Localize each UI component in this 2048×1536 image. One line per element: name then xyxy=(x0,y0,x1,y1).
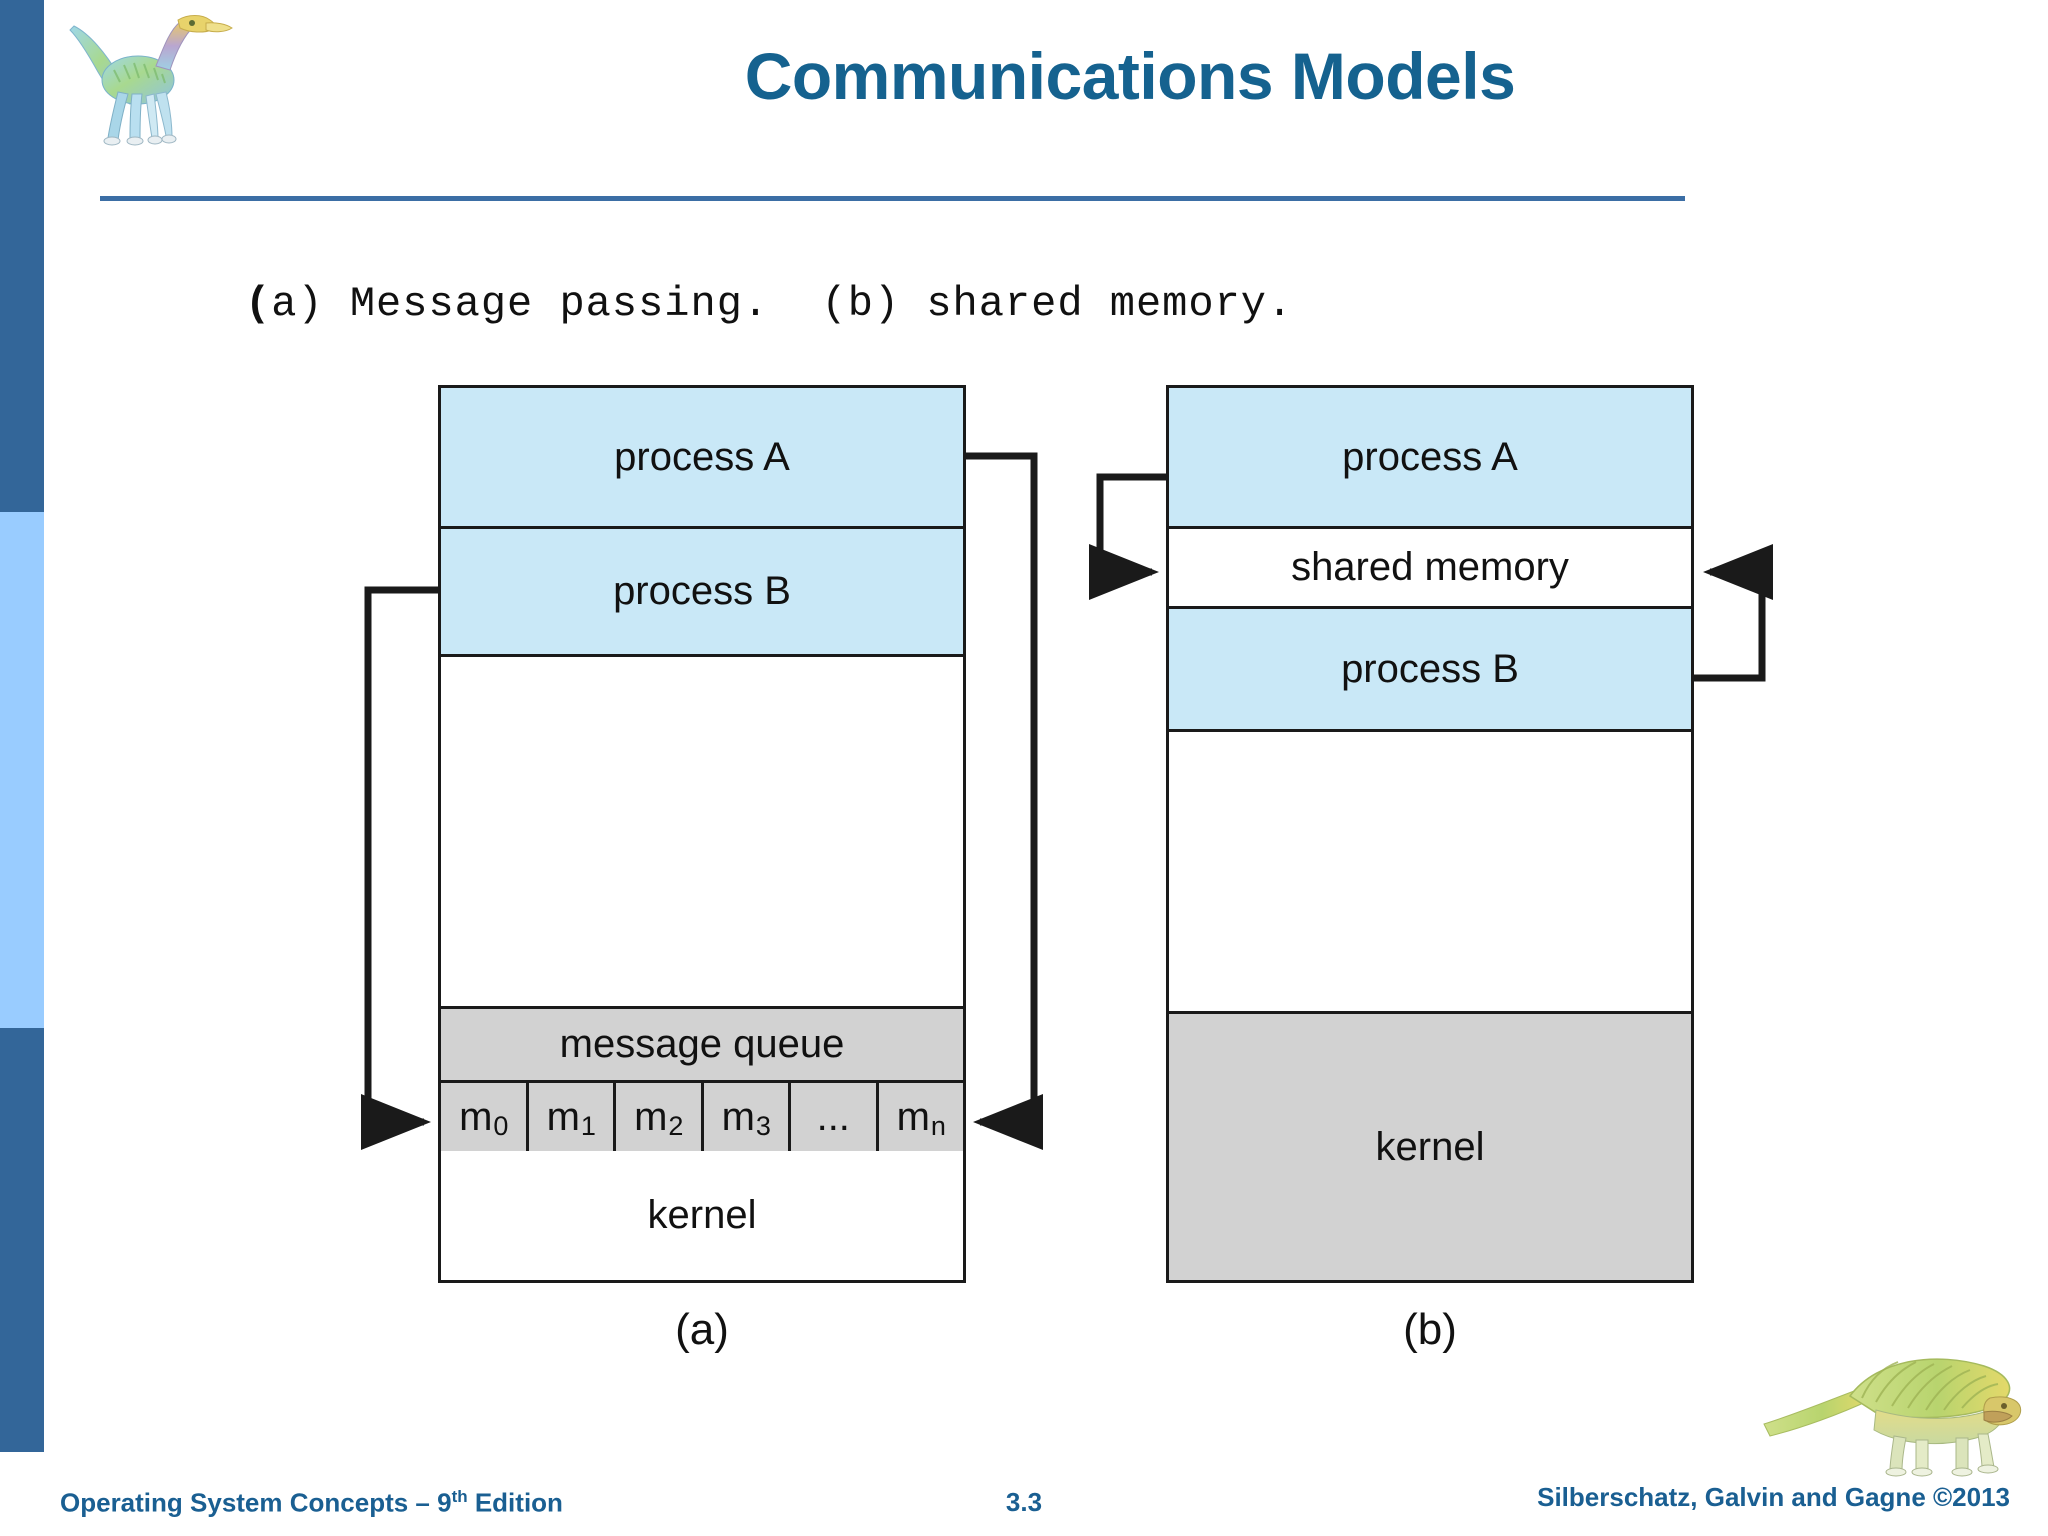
message-cell-sub: 0 xyxy=(493,1110,509,1141)
footer-page-number: 3.3 xyxy=(1005,1487,1043,1517)
segment-message-queue: message queue xyxy=(441,1009,963,1083)
message-cell-base: m xyxy=(721,1094,755,1139)
arrow-process-a-to-shared-memory xyxy=(1089,473,1166,600)
message-cell-sub: n xyxy=(930,1110,946,1141)
message-cell-sub: 1 xyxy=(580,1110,596,1141)
figure-caption-a: (a) xyxy=(675,1305,729,1354)
footer-copyright: Silberschatz, Galvin and Gagne ©2013 xyxy=(1537,1482,2010,1512)
slide-subtitle: (a) Message passing. (b) shared memory. xyxy=(245,280,1293,328)
message-cell-base: m xyxy=(896,1094,930,1139)
dinosaur-icon xyxy=(60,8,255,148)
segment-shared-memory: shared memory xyxy=(1169,529,1691,609)
message-cell-ellipsis: ... xyxy=(791,1083,879,1151)
title-divider xyxy=(100,196,1685,201)
footer-edition-text: Operating System Concepts – 9 xyxy=(60,1487,452,1518)
segment-process-a: process A xyxy=(441,388,963,529)
message-cell-base: m xyxy=(634,1094,668,1139)
message-cell-sub: 2 xyxy=(668,1110,684,1141)
footer-edition-ordinal: th xyxy=(451,1487,468,1506)
message-cell-base: m xyxy=(546,1094,580,1139)
segment-process-a: process A xyxy=(1169,388,1691,529)
subtitle-lead-paren: ( xyxy=(245,280,272,328)
sidebar-band-middle xyxy=(0,512,44,1028)
sidebar-band-bottom xyxy=(0,1028,44,1452)
segment-kernel-b: kernel xyxy=(1169,1014,1691,1280)
segment-empty-a xyxy=(441,657,963,1009)
message-cell-base: ... xyxy=(816,1094,850,1139)
segment-process-b: process B xyxy=(1169,609,1691,732)
sidebar-band-top xyxy=(0,0,44,512)
page-title: Communications Models xyxy=(744,39,1516,113)
footer-edition: Operating System Concepts – 9th Edition xyxy=(60,1487,563,1519)
footer-edition-suffix: Edition xyxy=(467,1487,563,1518)
arrow-process-b-to-shared-memory xyxy=(1694,544,1773,682)
message-cell-base: m xyxy=(459,1094,493,1139)
arrow-process-b-to-queue xyxy=(361,586,438,1150)
segment-kernel-a: kernel xyxy=(441,1151,963,1280)
memory-column-b: process A shared memory process B kernel xyxy=(1166,385,1694,1283)
message-cell-sub: 3 xyxy=(755,1110,771,1141)
dinosaur-icon xyxy=(1758,1352,2028,1477)
subtitle-text: a) Message passing. (b) shared memory. xyxy=(271,280,1294,328)
figure-caption-b: (b) xyxy=(1403,1305,1457,1354)
arrow-process-a-to-queue xyxy=(966,452,1043,1150)
segment-process-b: process B xyxy=(441,529,963,657)
segment-empty-b xyxy=(1169,732,1691,1014)
decorative-sidebar xyxy=(0,0,44,1452)
